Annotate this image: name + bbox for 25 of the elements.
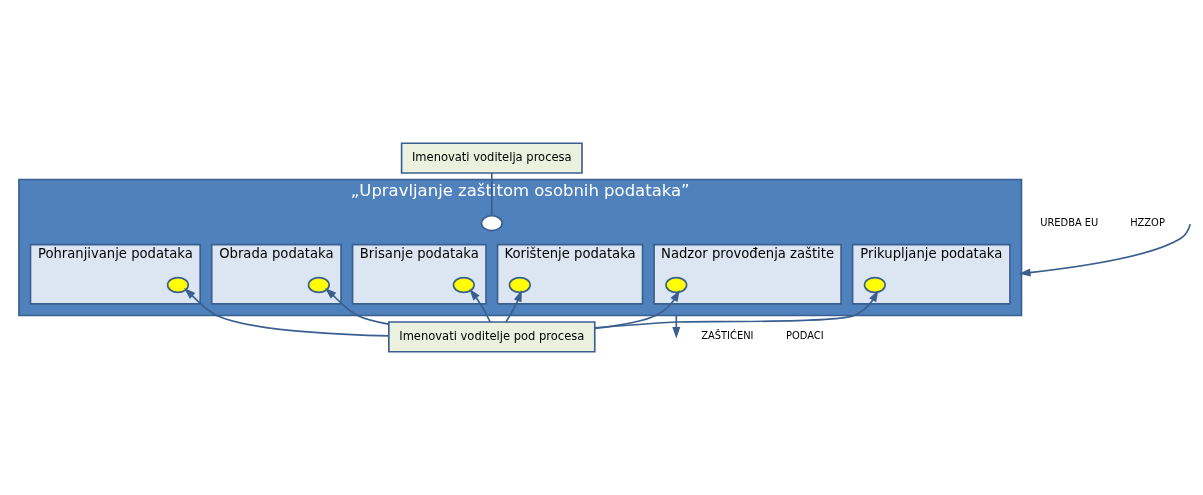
label: HZZOP [1130, 216, 1165, 228]
node-circle [480, 214, 503, 232]
node-circle [452, 276, 475, 294]
arrow [594, 290, 879, 329]
arrow [594, 290, 680, 330]
arrow [469, 288, 491, 323]
label: ZAŠTIĆENI [701, 330, 754, 342]
cluster: Obrada podataka [210, 243, 342, 305]
node-box: Imenovati voditelje pod procesa [388, 321, 596, 353]
node-circle [665, 276, 688, 294]
node-circle [166, 276, 190, 294]
node-circle [863, 276, 886, 294]
connector [490, 172, 493, 217]
cluster: Pohranjivanje podataka [29, 243, 201, 305]
node-box: Imenovati voditelja procesa [400, 142, 583, 174]
node-circle [307, 276, 330, 294]
arrow [1019, 223, 1192, 277]
label: PODACI [786, 330, 824, 342]
label: UREDBA EU [1040, 216, 1099, 228]
arrow [672, 314, 681, 339]
arrow [325, 288, 390, 325]
cluster: Brisanje podataka [351, 243, 487, 305]
node-circle [508, 276, 531, 294]
arrow [505, 290, 522, 323]
arrow [184, 288, 390, 337]
